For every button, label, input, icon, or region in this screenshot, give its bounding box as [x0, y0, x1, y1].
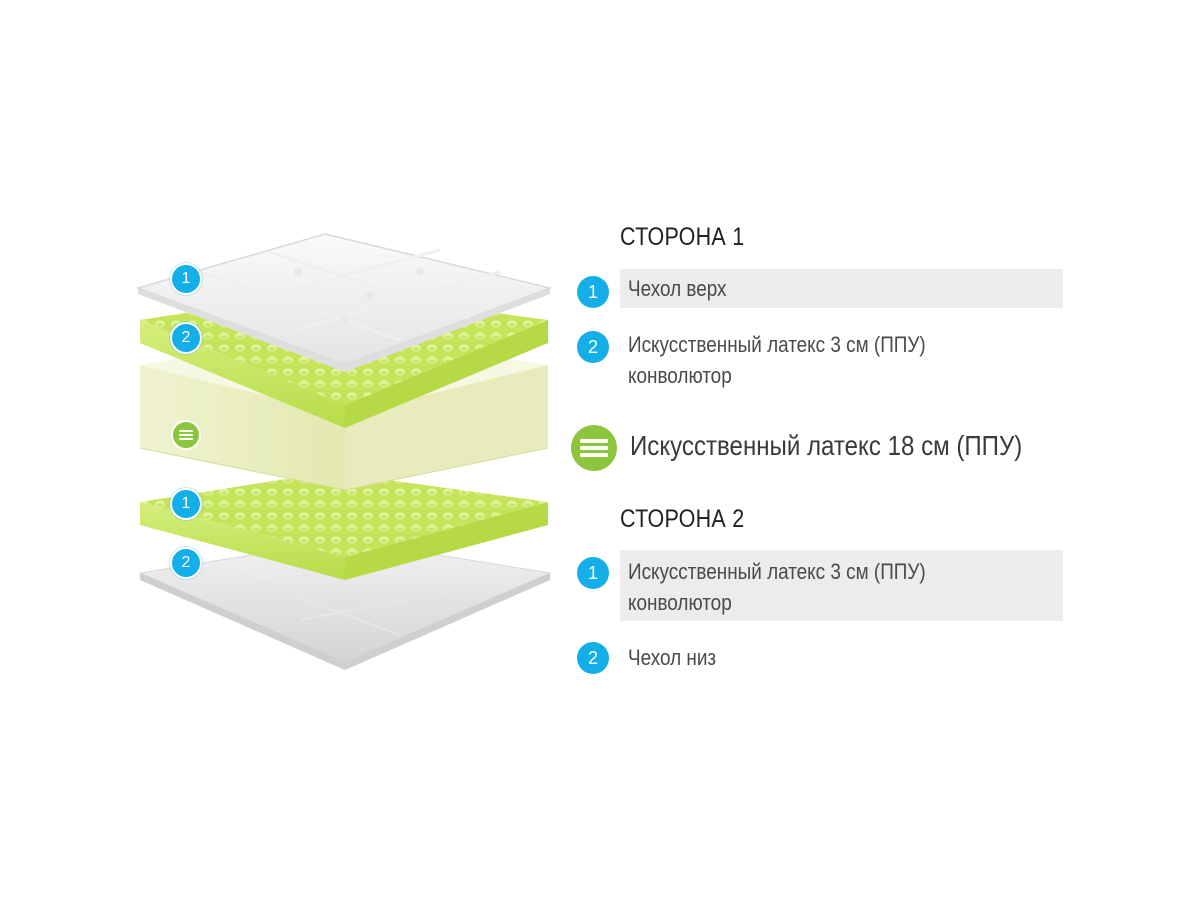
- side1-item2-line2: конволютор: [628, 363, 732, 388]
- illustration-badge-2-bottom: 2: [170, 547, 202, 579]
- side2-item1-badge: 1: [577, 557, 609, 589]
- illustration-badge-2-top: 2: [170, 322, 202, 354]
- side1-title: СТОРОНА 1: [620, 223, 745, 251]
- top-cover-layer: [135, 233, 553, 372]
- side2-item1-line2: конволютор: [628, 590, 732, 615]
- side1-item1-text: Чехол верх: [628, 276, 727, 301]
- core-layer-text: Искусственный латекс 18 см (ППУ): [630, 430, 1023, 461]
- side1-item1-badge: 1: [577, 276, 609, 308]
- side2-item2-row: Чехол низ: [620, 643, 1063, 675]
- bottom-foam-layer: [140, 472, 548, 580]
- layers-icon: [571, 425, 617, 471]
- layers-icon: [171, 420, 201, 450]
- side1-item1-row: Чехол верх: [620, 269, 1063, 308]
- side1-item2-badge: 2: [577, 331, 609, 363]
- side2-item1-row: Искусственный латекс 3 см (ППУ) конволют…: [620, 550, 1063, 621]
- mattress-layers-illustration: 1 2 1 2: [120, 210, 570, 690]
- side2-title: СТОРОНА 2: [620, 505, 745, 533]
- illustration-badge-1-top: 1: [170, 263, 202, 295]
- side2-item1-line1: Искусственный латекс 3 см (ППУ): [628, 559, 926, 584]
- side1-item2-line1: Искусственный латекс 3 см (ППУ): [628, 332, 926, 357]
- side2-item2-badge: 2: [577, 642, 609, 674]
- side2-item2-text: Чехол низ: [628, 645, 717, 670]
- side1-item2-row: Искусственный латекс 3 см (ППУ) конволют…: [620, 330, 1063, 394]
- illustration-badge-1-bottom: 1: [170, 488, 202, 520]
